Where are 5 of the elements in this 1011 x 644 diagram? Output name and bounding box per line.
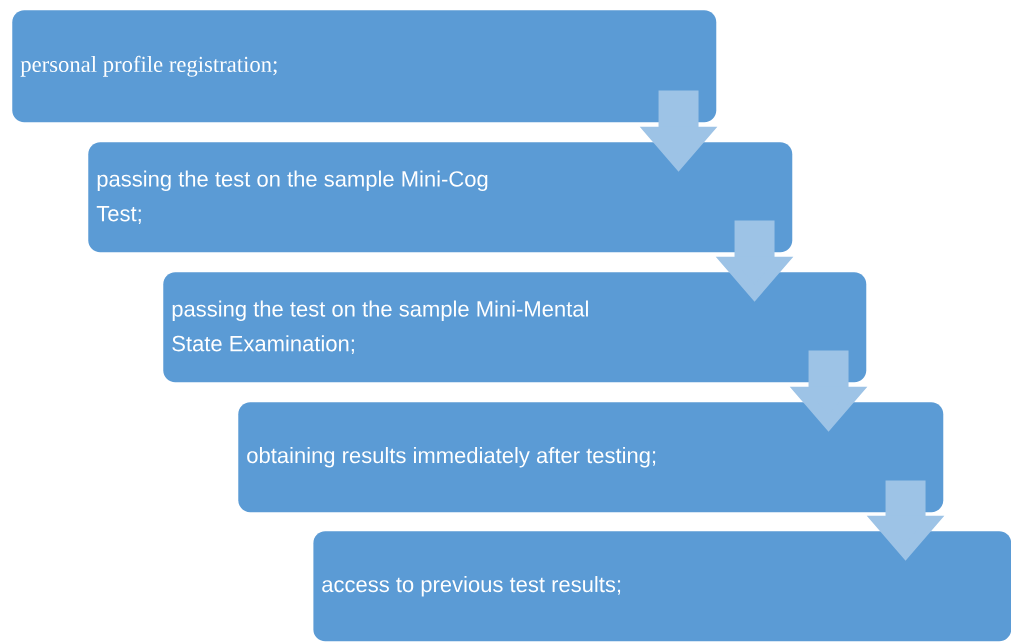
process-box: passing the test on the sample Mini-Cog Test; [88,142,793,253]
process-box: passing the test on the sample Mini-Mental State Examination; [163,272,867,383]
process-box: personal profile registration; [12,10,717,123]
process-box: obtaining results immediately after testing; [238,402,944,513]
process-box: access to previous test results; [313,531,1011,642]
